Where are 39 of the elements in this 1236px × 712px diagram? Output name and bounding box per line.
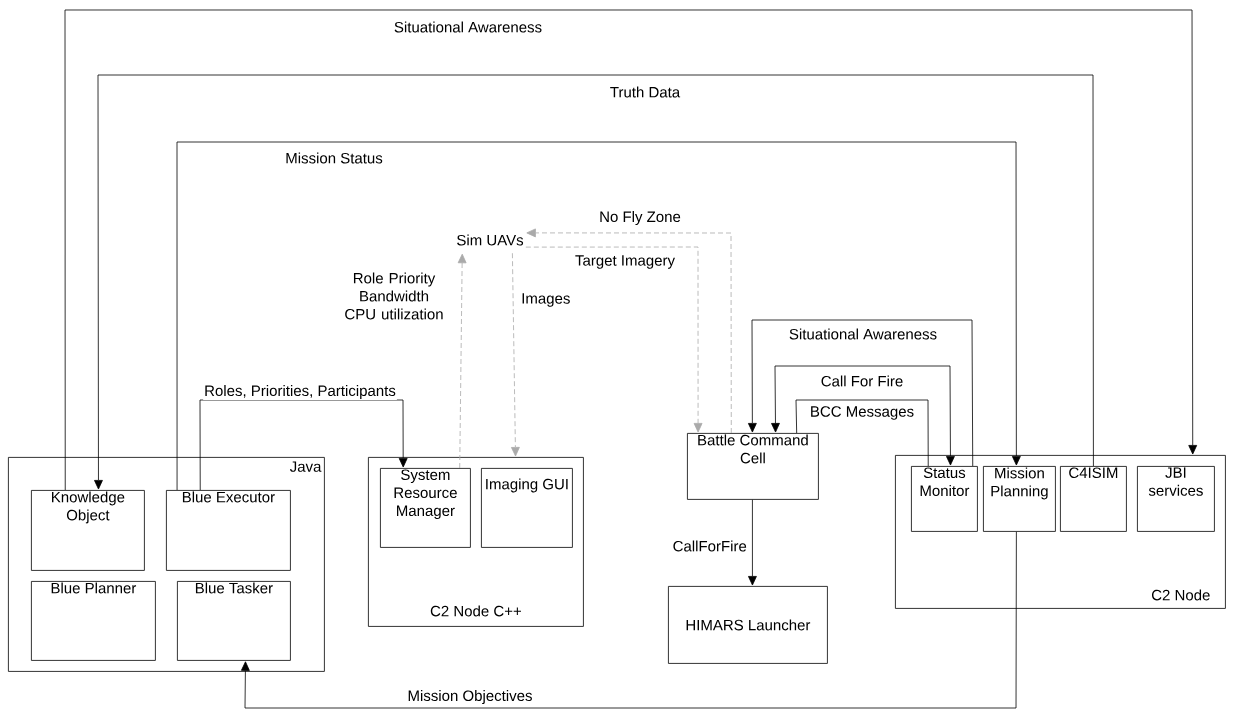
edge-label: Situational Awareness [787, 327, 939, 341]
edge-label: Target Imagery [574, 254, 677, 270]
arrow [64, 9, 1198, 491]
component-box: Knowledge Object [31, 490, 145, 571]
edge-label: Situational Awareness [392, 20, 544, 34]
component-box: Battle Command Cell [687, 433, 819, 500]
edge-label: Truth Data [608, 85, 682, 99]
edge-label: Role Priority Bandwidth CPU utilization [334, 271, 454, 321]
arrow [199, 399, 408, 491]
component-box: Blue Executor [166, 490, 291, 571]
arrow [525, 246, 703, 433]
component-box: C4ISIM [1060, 466, 1127, 532]
component-box: Status Monitor [911, 466, 978, 532]
arrow [511, 252, 520, 457]
edge-label: CallForFire [671, 539, 748, 553]
connector-line [795, 399, 929, 467]
arrow [748, 499, 757, 586]
component-box: HIMARS Launcher [668, 586, 828, 664]
arrow [94, 74, 1094, 490]
arrow [176, 141, 1021, 491]
component-box: Mission Planning [983, 466, 1056, 532]
arrow [748, 319, 974, 467]
edge-label: Roles, Priorities, Participants [203, 384, 397, 400]
component-box: System Resource Manager [380, 468, 471, 548]
edge-label: BCC Messages [808, 405, 916, 421]
arrow [457, 253, 467, 469]
arrow [241, 531, 1017, 709]
edge-label: Mission Status [284, 151, 384, 165]
component-box: JBI services [1137, 466, 1215, 532]
component-box: Blue Tasker [177, 581, 291, 661]
edge-label: Images [520, 292, 572, 308]
edge-label: Mission Objectives [406, 689, 534, 705]
edge-label: Call For Fire [819, 374, 905, 388]
text-label: Sim UAVs [457, 234, 524, 246]
component-box: Blue Planner [31, 581, 156, 661]
arrow [526, 228, 732, 434]
edge-label: No Fly Zone [598, 210, 682, 226]
component-box: Imaging GUI [481, 468, 573, 548]
double-arrow [771, 365, 955, 466]
